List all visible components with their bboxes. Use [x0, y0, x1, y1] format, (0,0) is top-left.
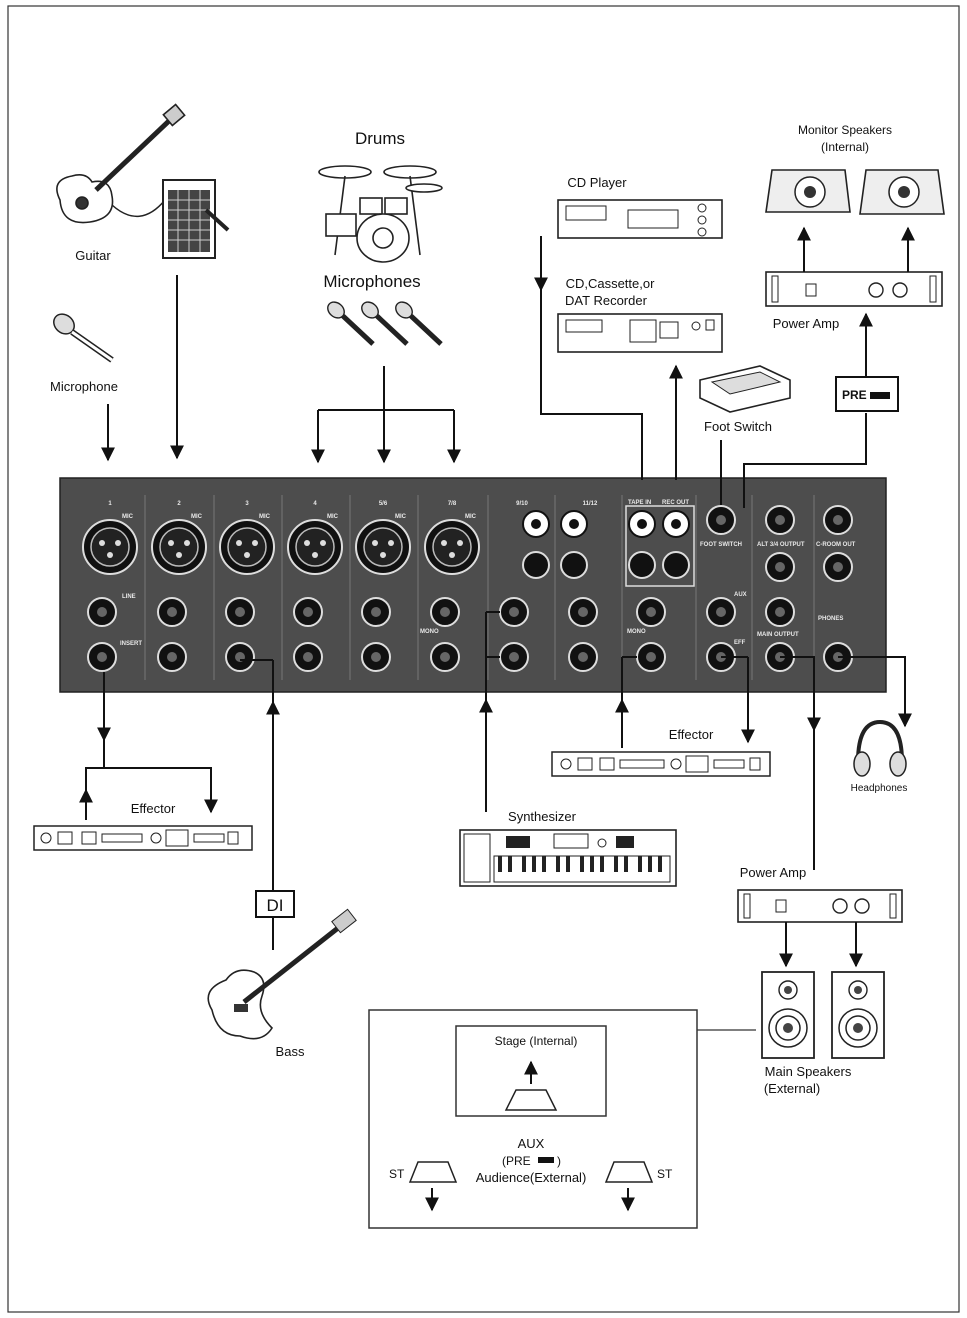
st-left-label: ST: [389, 1167, 405, 1181]
eff-panel-label: EFF: [734, 640, 746, 646]
xlr-inputs: [82, 519, 480, 575]
audience-speaker-left-icon: [408, 1161, 458, 1183]
effector-left-icon: [33, 825, 253, 851]
channel-label-7-8: 7/8: [448, 501, 457, 507]
venue-box: Stage (Internal) AUX (PRE ) Audience(Ext…: [368, 1009, 698, 1229]
mono-label: MONO: [420, 629, 439, 635]
recorder-label-line1: CD,Cassette,or: [566, 276, 656, 291]
line-label: LINE: [122, 594, 136, 600]
xlr-jack: [151, 519, 207, 575]
guitar-label: Guitar: [75, 248, 111, 263]
audience-speaker-right-icon: [604, 1161, 654, 1183]
tape-in-label: TAPE IN: [628, 500, 651, 506]
cd-player-label: CD Player: [567, 175, 627, 190]
channel-label-3: 3: [245, 501, 249, 507]
main-output-label: MAIN OUTPUT: [757, 632, 799, 638]
monitor-speaker-icon: [859, 169, 945, 215]
power-amp-bottom-icon: [737, 889, 903, 923]
channel-label-2: 2: [177, 501, 181, 507]
phones-label: PHONES: [818, 616, 843, 622]
power-amp-top-label: Power Amp: [773, 316, 839, 331]
mic-label: MIC: [465, 514, 477, 520]
aux-panel-label: AUX: [734, 592, 747, 598]
mic-label: MIC: [259, 514, 271, 520]
foot-switch-panel-label: FOOT SWITCH: [700, 542, 742, 548]
bass-guitar-icon: [207, 908, 357, 1040]
xlr-jack: [287, 519, 343, 575]
microphone-label: Microphone: [50, 379, 118, 394]
aux-pre-close: ): [557, 1154, 561, 1168]
stage-label: Stage (Internal): [495, 1034, 578, 1048]
control-room-label: C-ROOM OUT: [816, 542, 856, 548]
channel-label-5-6: 5/6: [379, 501, 388, 507]
guitar-amp-icon: [162, 179, 230, 259]
alt-output-label: ALT 3/4 OUTPUT: [757, 542, 805, 548]
pre-box: PRE: [835, 376, 899, 412]
pre-label: PRE: [842, 388, 867, 402]
headphones-icon: [853, 719, 907, 777]
cd-player-icon: [557, 199, 723, 239]
channel-label-4: 4: [313, 501, 317, 507]
monitor-speaker-icon: [765, 169, 851, 213]
main-speakers-label-line1: Main Speakers: [765, 1064, 852, 1079]
mic-label: MIC: [122, 514, 134, 520]
xlr-jack: [355, 519, 411, 575]
synthesizer-label: Synthesizer: [508, 809, 577, 824]
stage-speaker-icon: [504, 1089, 558, 1111]
foot-switch-label: Foot Switch: [704, 419, 772, 434]
synthesizer-icon: [459, 829, 677, 887]
mono-label: MONO: [627, 629, 646, 635]
channel-label-1: 1: [108, 501, 112, 507]
drum-microphones-icon: [327, 301, 443, 346]
rca-jacks: [522, 505, 695, 587]
recorder-label-line2: DAT Recorder: [565, 293, 648, 308]
connection-wires: [79, 226, 915, 968]
foot-switch-icon: [699, 365, 791, 413]
effector-right-label: Effector: [669, 727, 714, 742]
xlr-jack: [82, 519, 138, 575]
insert-label: INSERT: [120, 641, 142, 647]
di-box: DI: [255, 890, 295, 918]
drums-label: Drums: [355, 129, 405, 148]
guitar-icon: [56, 103, 186, 224]
main-speakers-label-line2: (External): [764, 1081, 820, 1096]
bass-label: Bass: [276, 1044, 305, 1059]
mic-label: MIC: [191, 514, 203, 520]
rec-out-label: REC OUT: [662, 500, 689, 506]
main-speaker-icon: [761, 971, 815, 1059]
effector-left-label: Effector: [131, 801, 176, 816]
power-amp-top-icon: [765, 271, 943, 307]
channel-label-11-12: 11/12: [583, 501, 598, 507]
channel-label-9-10: 9/10: [516, 501, 528, 507]
audience-label: Audience(External): [476, 1170, 587, 1185]
page-border: [7, 5, 960, 1313]
aux-label: AUX: [518, 1136, 545, 1151]
power-amp-bottom-label: Power Amp: [740, 865, 806, 880]
mic-label: MIC: [395, 514, 407, 520]
mic-label: MIC: [327, 514, 339, 520]
di-label: DI: [267, 896, 284, 915]
effector-right-icon: [551, 751, 771, 777]
aux-pre-label: (PRE: [502, 1154, 531, 1168]
st-right-label: ST: [657, 1167, 673, 1181]
xlr-jack: [219, 519, 275, 575]
monitor-label-line1: Monitor Speakers: [798, 123, 892, 137]
mixer-rear-panel: 1 2 3 4 5/6 7/8 9/10 11/12 MIC MIC MIC M…: [59, 477, 887, 693]
headphones-label: Headphones: [851, 783, 908, 794]
xlr-jack: [424, 519, 480, 575]
recorder-icon: [557, 313, 723, 353]
microphone-icon: [53, 313, 114, 363]
main-speaker-icon: [831, 971, 885, 1059]
microphones-label: Microphones: [323, 272, 420, 291]
drum-kit-icon: [318, 165, 443, 263]
monitor-label-line2: (Internal): [821, 140, 869, 154]
